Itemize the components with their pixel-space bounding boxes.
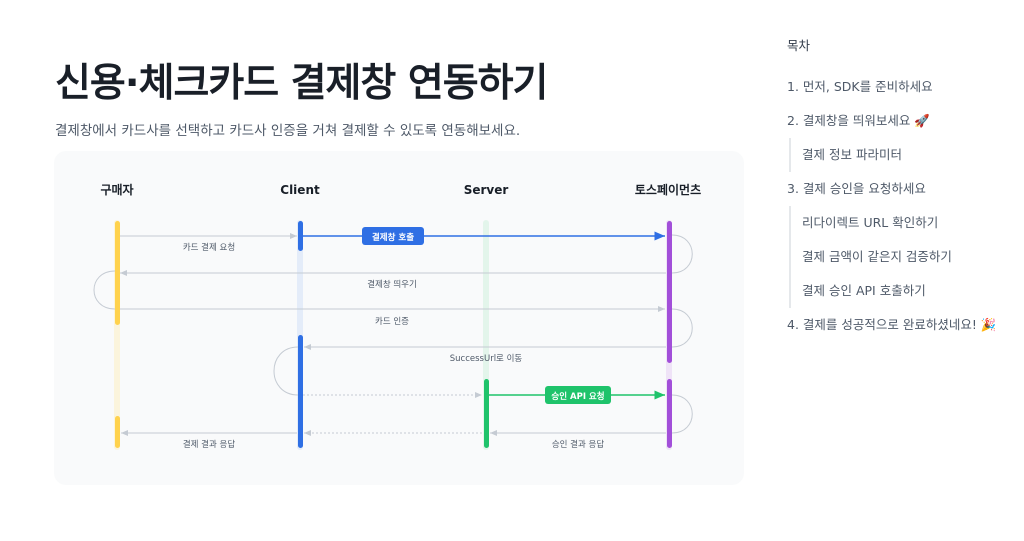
toss-activation-2 <box>667 379 672 448</box>
toc-item-redirect-url[interactable]: 리다이렉트 URL 확인하기 <box>789 206 1012 240</box>
buyer-activation-2 <box>115 416 120 448</box>
lifelines <box>114 220 672 450</box>
participant-buyer-label: 구매자 <box>100 182 133 197</box>
toc-item-complete[interactable]: 4. 결제를 성공적으로 완료하셨네요! 🎉 <box>787 317 997 332</box>
badge-checkout-call <box>362 227 424 245</box>
label-open-checkout: 결제창 띄우기 <box>367 279 417 290</box>
toc-title: 목차 <box>787 38 811 53</box>
table-of-contents: 목차 1. 먼저, SDK를 준비하세요 2. 결제창을 띄워보세요 🚀 결제 … <box>787 36 1012 342</box>
self-loops <box>93 234 693 434</box>
sequence-diagram: 구매자 Client Server 토스페이먼츠 카드 결제 요청 <box>54 151 744 485</box>
page-subtitle: 결제창에서 카드사를 선택하고 카드사 인증을 거쳐 결제할 수 있도록 연동해… <box>55 123 521 139</box>
toc-item-request-approval[interactable]: 3. 결제 승인을 요청하세요 <box>787 181 926 196</box>
badge-approve-api <box>545 386 611 404</box>
participant-client-label: Client <box>280 183 320 197</box>
label-card-auth: 카드 인증 <box>375 316 409 327</box>
toss-activation-1 <box>667 221 672 363</box>
label-approve-result: 승인 결과 응답 <box>552 439 605 450</box>
toc-item-open-checkout[interactable]: 2. 결제창을 띄워보세요 🚀 <box>787 113 930 128</box>
label-success-url: SuccessUrl로 이동 <box>450 353 523 364</box>
label-approve-api: 승인 API 요청 <box>551 391 604 402</box>
client-activation-1 <box>298 221 303 251</box>
buyer-activation-1 <box>115 221 120 325</box>
client-activation-2 <box>298 335 303 448</box>
label-card-payment-request: 카드 결제 요청 <box>183 242 235 253</box>
page-title: 신용·체크카드 결제창 연동하기 <box>55 61 548 106</box>
toc-item-approve-api[interactable]: 결제 승인 API 호출하기 <box>789 274 1012 308</box>
label-checkout-call: 결제창 호출 <box>372 232 414 243</box>
toc-item-payment-params[interactable]: 결제 정보 파라미터 <box>789 138 1012 172</box>
toc-item-prepare-sdk[interactable]: 1. 먼저, SDK를 준비하세요 <box>787 79 933 94</box>
server-activation <box>484 379 489 448</box>
toc-item-verify-amount[interactable]: 결제 금액이 같은지 검증하기 <box>789 240 1012 274</box>
participant-server-label: Server <box>464 183 509 197</box>
participant-toss-label: 토스페이먼츠 <box>635 182 701 197</box>
label-payment-result: 결제 결과 응답 <box>183 439 236 450</box>
